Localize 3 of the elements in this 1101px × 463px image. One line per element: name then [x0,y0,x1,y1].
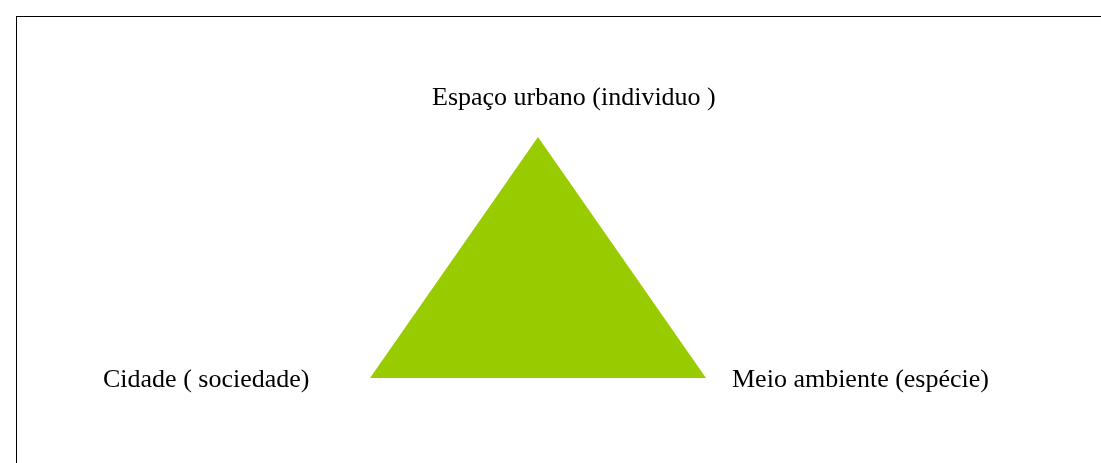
corner-label: Meio ambiente (espécie) [732,364,989,394]
corner-label: Cidade ( sociedade) [103,364,310,394]
corner-label: Espaço urbano (individuo ) [432,82,716,112]
